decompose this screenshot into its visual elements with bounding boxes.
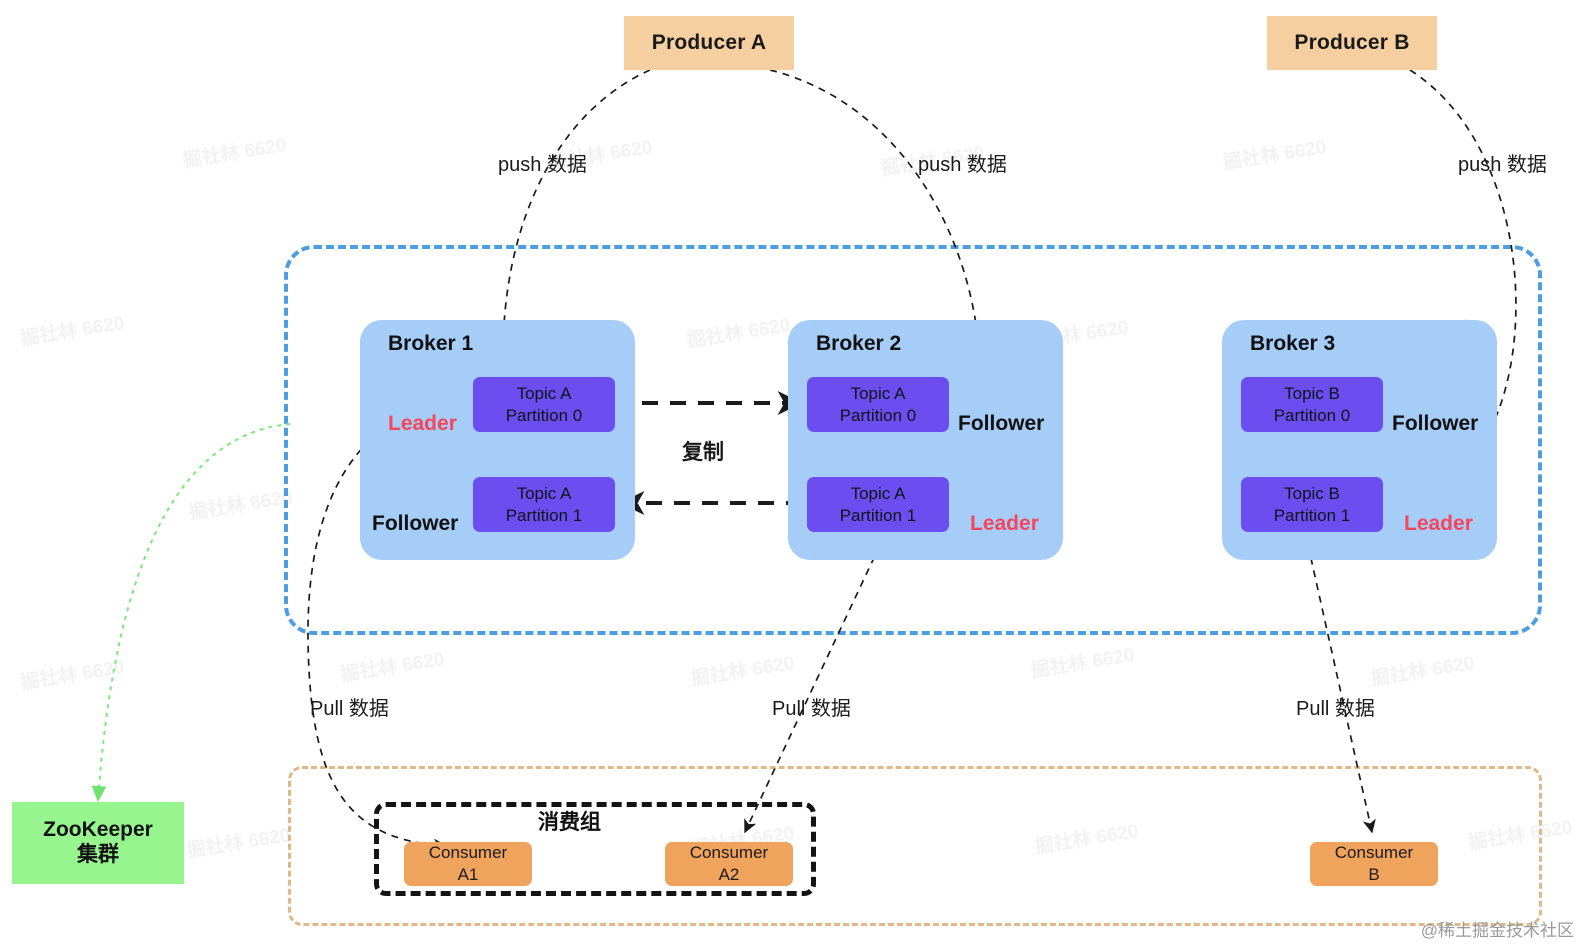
label-pull-middle: Pull 数据 [772,698,851,720]
consumer-region [288,766,1542,926]
partition-topic: Topic A [850,384,906,404]
producer-a-box[interactable]: Producer A [624,16,794,70]
watermark-tile: 掘社林 6620 [1221,136,1328,175]
partition-topic: Topic B [1284,484,1340,504]
broker-3-partition-1[interactable]: Topic B Partition 1 [1241,477,1383,532]
broker-2-role-follower: Follower [958,412,1045,435]
partition-index: Partition 0 [505,405,583,425]
consumer-b-box[interactable]: Consumer B [1310,842,1438,886]
broker-1-role-follower: Follower [372,512,459,535]
producer-a-label: Producer A [651,30,767,54]
partition-topic: Topic A [516,484,572,504]
partition-topic: Topic B [1284,384,1340,404]
consumer-a1-line-1: Consumer [428,842,508,862]
zookeeper-line-2: 集群 [77,843,119,866]
watermark-tile: 掘社林 6620 [1029,644,1136,683]
consumer-a2-line-1: Consumer [689,842,769,862]
broker-2-box[interactable]: Broker 2 Follower Leader Topic A Partiti… [788,320,1063,560]
producer-b-box[interactable]: Producer B [1267,16,1437,70]
consumer-b-line-2: B [1368,865,1380,884]
partition-index: Partition 0 [1273,405,1351,425]
watermark-tile: 掘社林 6620 [19,312,126,351]
zookeeper-line-1: ZooKeeper [43,818,153,842]
watermark-tile: 掘社林 6620 [19,656,126,695]
watermark-tile: 掘社林 6620 [1369,652,1476,691]
broker-2-role-leader: Leader [970,512,1039,535]
label-pull-right: Pull 数据 [1296,698,1375,720]
watermark-tile: 掘社林 6620 [689,652,796,691]
broker-2-title: Broker 2 [816,332,902,355]
consumer-group-label: 消费组 [538,811,601,834]
consumer-a1-line-2: A1 [457,865,479,884]
producer-b-label: Producer B [1294,30,1410,54]
broker-3-box[interactable]: Broker 3 Follower Leader Topic B Partiti… [1222,320,1497,560]
broker-2-partition-1[interactable]: Topic A Partition 1 [807,477,949,532]
partition-index: Partition 1 [1273,505,1351,525]
watermark-tile: 掘社林 6620 [187,486,294,525]
watermark-tile: 掘社林 6620 [339,648,446,687]
label-push-right: push 数据 [1458,154,1547,176]
consumer-a2-line-2: A2 [718,865,740,884]
partition-index: Partition 1 [839,505,917,525]
partition-index: Partition 0 [839,405,917,425]
partition-topic: Topic A [516,384,572,404]
consumer-b-line-1: Consumer [1334,842,1414,862]
edge-broker-to-zookeeper [91,423,291,802]
source-credit: @稀土掘金技术社区 [1420,921,1574,940]
broker-3-title: Broker 3 [1250,332,1336,355]
consumer-a2-box[interactable]: Consumer A2 [665,842,793,886]
label-pull-left: Pull 数据 [310,698,389,720]
broker-1-partition-1[interactable]: Topic A Partition 1 [473,477,615,532]
broker-1-role-leader: Leader [388,412,457,435]
consumer-a1-box[interactable]: Consumer A1 [404,842,532,886]
broker-3-role-follower: Follower [1392,412,1479,435]
broker-1-title: Broker 1 [388,332,474,355]
broker-3-role-leader: Leader [1404,512,1473,535]
partition-index: Partition 1 [505,505,583,525]
watermark-tile: 掘社林 6620 [181,134,288,173]
watermark-tile: 掘社林 6620 [185,824,292,863]
broker-1-partition-0[interactable]: Topic A Partition 0 [473,377,615,432]
broker-3-partition-0[interactable]: Topic B Partition 0 [1241,377,1383,432]
label-replicate: 复制 [682,441,724,464]
zookeeper-box[interactable]: ZooKeeper 集群 [12,802,184,884]
label-push-left: push 数据 [498,154,587,176]
consumer-group-region [374,802,816,896]
partition-topic: Topic A [850,484,906,504]
label-push-middle: push 数据 [918,154,1007,176]
broker-1-box[interactable]: Broker 1 Leader Follower Topic A Partiti… [360,320,635,560]
broker-2-partition-0[interactable]: Topic A Partition 0 [807,377,949,432]
